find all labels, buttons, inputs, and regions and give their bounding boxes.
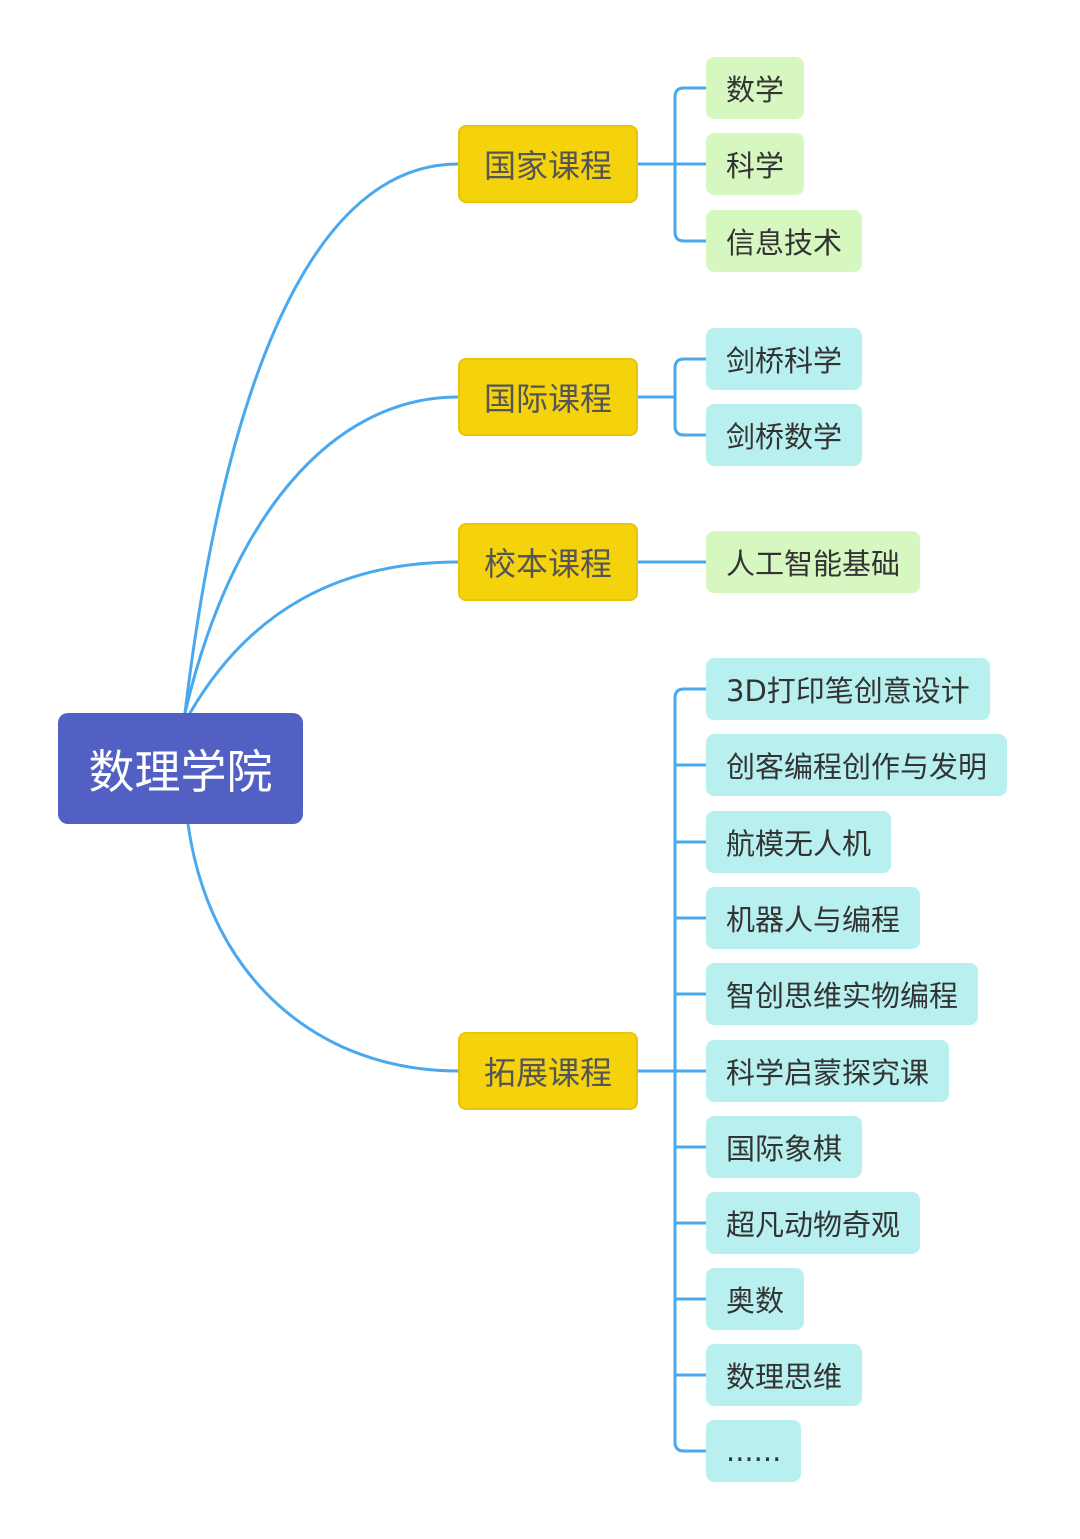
leaf-node: 国际象棋 [706, 1116, 863, 1178]
leaf-node: 科学 [706, 133, 805, 195]
leaf-node: 数学 [706, 57, 805, 119]
leaf-node: 3D打印笔创意设计 [706, 658, 990, 720]
leaf-node: 航模无人机 [706, 811, 892, 873]
leaf-node: 科学启蒙探究课 [706, 1040, 950, 1102]
edge-branch-1-leaves [673, 86, 708, 243]
branch-extension-courses: 拓展课程 [458, 1032, 638, 1110]
leaf-node: 智创思维实物编程 [706, 963, 979, 1025]
branch-school-courses: 校本课程 [458, 523, 638, 601]
edge-root-branch-4 [186, 822, 460, 1073]
branch-national-courses: 国家课程 [458, 125, 638, 203]
leaf-node: 奥数 [706, 1268, 805, 1330]
leaf-node: 创客编程创作与发明 [706, 734, 1008, 796]
leaf-node: 超凡动物奇观 [706, 1192, 921, 1254]
root-node: 数理学院 [58, 713, 303, 824]
edge-branch-2-leaves [673, 357, 708, 437]
leaf-node: 机器人与编程 [706, 887, 921, 949]
leaf-node: 剑桥数学 [706, 404, 863, 466]
edge-root-branch-1 [183, 162, 460, 715]
edge-root-branch-3 [188, 560, 460, 715]
leaf-node: 信息技术 [706, 210, 863, 272]
branch-international-courses: 国际课程 [458, 358, 638, 436]
leaf-node: 数理思维 [706, 1344, 863, 1406]
leaf-node: 剑桥科学 [706, 328, 863, 390]
leaf-node: 人工智能基础 [706, 531, 921, 593]
edge-branch-4-leaves [673, 687, 708, 1453]
leaf-node: ...... [706, 1420, 802, 1482]
edge-root-branch-2 [183, 395, 460, 715]
